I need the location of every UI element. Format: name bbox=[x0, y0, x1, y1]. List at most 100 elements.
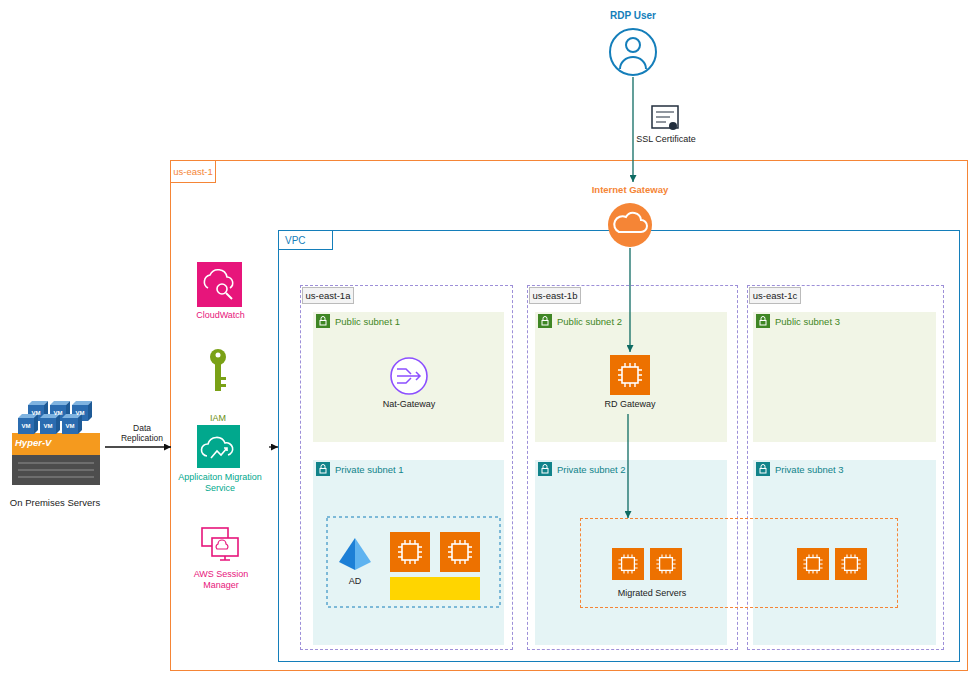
connector-arrow bbox=[629, 248, 630, 352]
lock-badge bbox=[538, 314, 552, 328]
cube-side bbox=[44, 401, 48, 421]
ec2-instance bbox=[797, 548, 829, 580]
active-directory: AD bbox=[335, 535, 375, 590]
node-label: Hyper-V bbox=[15, 437, 75, 448]
certificate-lines bbox=[656, 112, 674, 122]
node-label: AD bbox=[335, 576, 375, 587]
cube-face bbox=[62, 418, 78, 434]
node-label: Private subnet 3 bbox=[775, 464, 895, 475]
key-bow bbox=[210, 349, 226, 365]
cube-face bbox=[40, 418, 56, 434]
availability-zone: us-east-1aPublic subnet 1Nat-GatewayPriv… bbox=[300, 285, 513, 650]
private-subnet: Private subnet 1 AD bbox=[313, 460, 504, 645]
user-body bbox=[620, 57, 646, 69]
cube-face bbox=[50, 405, 66, 421]
node-label: RD Gateway bbox=[592, 399, 668, 410]
service-icon: Applicaiton Migration Service bbox=[171, 422, 269, 494]
node-label: Nat-Gateway bbox=[372, 399, 446, 410]
migration-arrow bbox=[211, 448, 227, 458]
edge-label: Data Replication bbox=[112, 423, 172, 443]
cube-side bbox=[66, 401, 70, 421]
vm-cube bbox=[18, 414, 38, 434]
node-label: Public subnet 3 bbox=[775, 316, 895, 327]
node-label: On Premises Servers bbox=[5, 497, 105, 508]
on-premises-servers: Hyper-V On Premises Servers bbox=[5, 402, 105, 512]
session-stand bbox=[220, 556, 230, 560]
server-body bbox=[12, 455, 100, 485]
lock-badge bbox=[538, 462, 552, 476]
session-manager-icon bbox=[202, 528, 238, 560]
node-label: us-east-1b bbox=[529, 287, 581, 304]
cube-face bbox=[28, 405, 44, 421]
service-icon: CloudWatch bbox=[183, 258, 258, 324]
certificate-seal bbox=[669, 122, 677, 130]
rd-gateway: RD Gateway bbox=[592, 352, 668, 414]
vm-label: VM bbox=[40, 422, 56, 430]
nat-gateway-icon bbox=[391, 358, 427, 394]
gateway-circle bbox=[608, 203, 652, 247]
server-group-outline bbox=[327, 517, 500, 607]
lock-badge bbox=[756, 314, 770, 328]
migration-cloud bbox=[201, 437, 232, 456]
vm-label: VM bbox=[72, 409, 88, 417]
node-label: Public subnet 1 bbox=[335, 316, 455, 327]
cloudwatch-cloud bbox=[204, 270, 232, 288]
nat-circle bbox=[391, 358, 427, 394]
cloudwatch-tile bbox=[197, 262, 242, 307]
key-shaft bbox=[215, 363, 221, 391]
cube-side bbox=[34, 414, 38, 434]
connector-arrow bbox=[269, 446, 278, 447]
cloudwatch-icon bbox=[197, 262, 242, 307]
connector-arrow bbox=[105, 446, 171, 447]
connector-arrow bbox=[632, 77, 633, 182]
cube-side bbox=[78, 414, 82, 434]
vm-cube bbox=[72, 401, 92, 421]
node-label: VPC bbox=[279, 231, 333, 250]
cube-face bbox=[72, 405, 88, 421]
lock-badge bbox=[316, 462, 330, 476]
vm-cube bbox=[62, 414, 82, 434]
vm-cube bbox=[40, 414, 60, 434]
user-actor: RDP User bbox=[596, 8, 670, 77]
node-label: Private subnet 1 bbox=[335, 464, 455, 475]
key-tooth bbox=[221, 384, 226, 387]
vm-label: VM bbox=[50, 409, 66, 417]
highlight-bar bbox=[390, 577, 480, 600]
hyper-v-server bbox=[12, 401, 100, 485]
internet-gateway-icon bbox=[608, 203, 652, 247]
user-circle bbox=[610, 29, 656, 75]
cloudwatch-lens bbox=[217, 284, 227, 294]
vm-label: VM bbox=[18, 422, 34, 430]
session-screen bbox=[212, 538, 238, 556]
ec2-instance bbox=[612, 548, 644, 580]
cube-top bbox=[28, 401, 48, 405]
node-label: IAM bbox=[193, 413, 243, 424]
active-directory-icon bbox=[339, 538, 371, 570]
service-icon: IAM bbox=[193, 343, 243, 427]
key-hole bbox=[216, 353, 221, 358]
public-subnet: Public subnet 2 RD Gateway bbox=[535, 312, 727, 442]
ec2-instance bbox=[610, 355, 650, 395]
server-band bbox=[12, 433, 100, 455]
gateway-cloud bbox=[614, 213, 647, 232]
nat-arrows bbox=[397, 369, 420, 383]
vpc-group: VPCus-east-1aPublic subnet 1Nat-GatewayP… bbox=[278, 230, 960, 662]
migration-tile bbox=[197, 425, 240, 468]
certificate-icon bbox=[652, 106, 678, 130]
vm-cube bbox=[50, 401, 70, 421]
node-label: Public subnet 2 bbox=[557, 316, 677, 327]
node-label: us-east-1 bbox=[171, 161, 216, 183]
cloudwatch-handle bbox=[226, 293, 232, 299]
ec2-instance bbox=[440, 532, 480, 572]
vm-label: VM bbox=[62, 422, 78, 430]
vm-cube bbox=[28, 401, 48, 421]
ec2-instance bbox=[650, 548, 682, 580]
cube-top bbox=[72, 401, 92, 405]
node-label: Migrated Servers bbox=[600, 588, 704, 599]
connector-arrow bbox=[627, 414, 628, 518]
private-subnet: Private subnet 3 bbox=[753, 460, 936, 645]
user-head bbox=[626, 38, 640, 52]
ad-facet bbox=[339, 538, 355, 570]
certificate-sheet bbox=[652, 106, 678, 128]
server-slots bbox=[18, 463, 94, 477]
